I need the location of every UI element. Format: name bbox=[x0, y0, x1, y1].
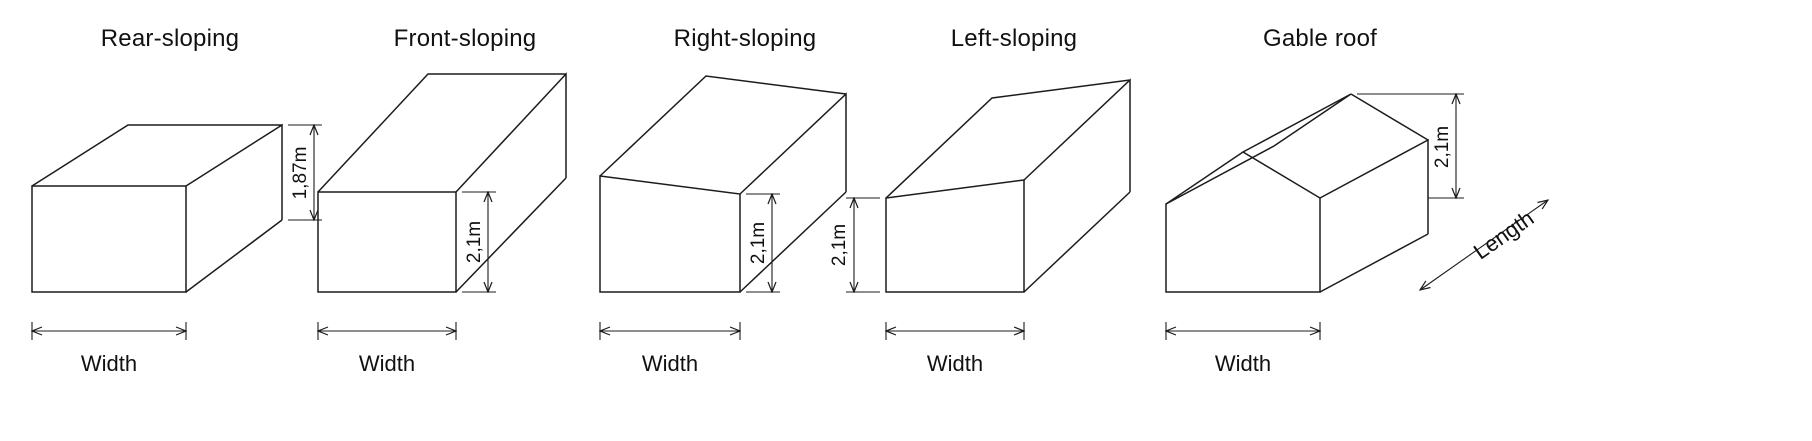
figure-left-sloping: Left-sloping 2,1m Width bbox=[829, 25, 1131, 376]
front-gable-outline bbox=[1165, 151, 1321, 293]
front-face-outline bbox=[317, 191, 457, 293]
width-label: Width bbox=[81, 351, 137, 376]
length-label: Length bbox=[1469, 205, 1538, 264]
left-sloping-solid bbox=[885, 78, 1131, 293]
figure-title: Right-sloping bbox=[674, 25, 817, 52]
height-dimension: 2,1m bbox=[746, 194, 780, 292]
ridge-and-side-edges bbox=[1165, 93, 1429, 293]
figure-gable-roof: Gable roof 2,1m Length Width bbox=[1166, 25, 1548, 376]
width-label: Width bbox=[359, 351, 415, 376]
height-dimension: 2,1m bbox=[1357, 94, 1464, 198]
width-dimension: Width bbox=[1166, 322, 1320, 376]
height-value: 2,1m bbox=[829, 224, 850, 266]
width-label: Width bbox=[1215, 351, 1271, 376]
height-value: 1,87m bbox=[290, 147, 311, 200]
width-dimension: Width bbox=[886, 322, 1024, 376]
height-value: 2,1m bbox=[1432, 126, 1453, 168]
front-sloping-solid bbox=[317, 72, 567, 293]
figure-title: Gable roof bbox=[1263, 25, 1377, 52]
figure-title: Rear-sloping bbox=[101, 25, 239, 52]
width-dimension: Width bbox=[32, 322, 186, 376]
front-face-outline bbox=[31, 185, 187, 293]
width-label: Width bbox=[927, 351, 983, 376]
height-dimension: 2,1m bbox=[462, 192, 496, 292]
width-label: Width bbox=[642, 351, 698, 376]
height-value: 2,1m bbox=[748, 222, 769, 264]
gable-roof-solid bbox=[1165, 93, 1429, 293]
front-face-outline bbox=[599, 175, 741, 293]
top-and-side-edges bbox=[885, 78, 1131, 293]
length-arrow bbox=[1420, 200, 1548, 290]
right-sloping-solid bbox=[599, 75, 847, 293]
rear-sloping-solid bbox=[31, 123, 283, 293]
figure-front-sloping: Front-sloping 2,1m Width bbox=[317, 25, 567, 376]
height-dimension: 2,1m bbox=[829, 198, 880, 292]
extension-lines bbox=[846, 197, 880, 293]
figure-right-sloping: Right-sloping 2,1m Width bbox=[599, 25, 847, 376]
top-and-side-edges bbox=[317, 72, 567, 293]
front-face-outline bbox=[885, 179, 1025, 293]
width-dimension: Width bbox=[600, 322, 740, 376]
top-and-side-edges bbox=[599, 75, 847, 293]
figure-title: Front-sloping bbox=[394, 25, 537, 52]
height-dimension: 1,87m bbox=[288, 125, 322, 220]
length-dimension: Length bbox=[1420, 200, 1548, 290]
height-value: 2,1m bbox=[464, 221, 485, 263]
top-and-side-edges bbox=[31, 123, 283, 293]
figure-title: Left-sloping bbox=[951, 25, 1077, 52]
figure-rear-sloping: Rear-sloping 1,87m Width bbox=[32, 25, 322, 376]
width-dimension: Width bbox=[318, 322, 456, 376]
